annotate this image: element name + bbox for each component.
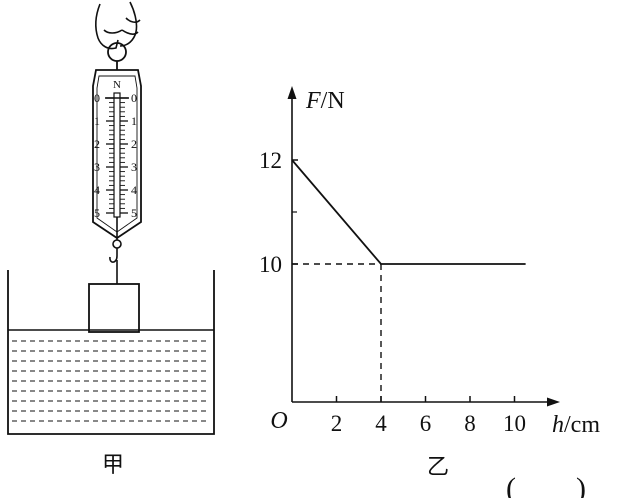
y-axis-label: F/N bbox=[305, 88, 345, 114]
scale-label-left: 5 bbox=[94, 206, 100, 220]
y-axis-arrow bbox=[287, 86, 297, 99]
water-tank bbox=[7, 270, 215, 435]
origin-label: O bbox=[270, 408, 287, 434]
graph: 2 4 6 8 10 10 12 O F/N h/cm bbox=[259, 86, 600, 438]
x-tick-label: 4 bbox=[375, 411, 387, 436]
x-tick-label: 10 bbox=[503, 411, 526, 436]
y-axis-variable: F bbox=[305, 88, 321, 114]
figure-b-label: 乙 bbox=[427, 454, 449, 479]
x-tick-label: 8 bbox=[464, 411, 476, 436]
water-hatching bbox=[12, 340, 210, 422]
scale-label-right: 1 bbox=[131, 114, 137, 128]
x-tick-marks bbox=[335, 396, 516, 402]
scale-ticks bbox=[106, 97, 128, 214]
y-tick-label: 12 bbox=[259, 148, 282, 173]
metal-block bbox=[88, 283, 140, 333]
x-tick-label: 2 bbox=[331, 411, 343, 436]
guide-lines bbox=[292, 263, 382, 402]
scale-unit-label: N bbox=[113, 79, 121, 91]
y-tick-label: 10 bbox=[259, 252, 282, 277]
x-axis-unit: /cm bbox=[564, 412, 600, 438]
x-axis-arrow bbox=[547, 397, 560, 407]
x-axis-label: h/cm bbox=[552, 412, 600, 438]
y-axis-unit: /N bbox=[321, 88, 345, 114]
x-axis-variable: h bbox=[552, 412, 564, 438]
scale-label-left: 4 bbox=[94, 183, 100, 197]
graph-axes bbox=[287, 86, 560, 407]
scale-label-right: 5 bbox=[131, 206, 137, 220]
tank-outline bbox=[7, 270, 215, 435]
scale-slot bbox=[113, 92, 121, 218]
scale-labels-left: 0 1 2 3 4 5 bbox=[94, 91, 100, 220]
scale-label-left: 0 bbox=[94, 91, 100, 105]
scale-top-ring bbox=[107, 42, 127, 70]
hand-illustration bbox=[95, 1, 141, 50]
scale-label-right: 4 bbox=[131, 183, 137, 197]
scale-label-right: 2 bbox=[131, 137, 137, 151]
y-tick-labels: 10 12 bbox=[259, 148, 282, 277]
x-tick-label: 6 bbox=[420, 411, 432, 436]
force-depth-line bbox=[291, 159, 526, 265]
spring-scale: N 0 1 2 3 4 5 0 1 2 3 4 5 bbox=[92, 69, 142, 240]
answer-bracket: ( ) bbox=[506, 472, 586, 498]
scale-label-right: 0 bbox=[131, 91, 137, 105]
scale-label-right: 3 bbox=[131, 160, 137, 174]
x-tick-labels: 2 4 6 8 10 bbox=[331, 411, 526, 436]
figure-a-label: 甲 bbox=[102, 452, 124, 477]
data-series bbox=[291, 159, 526, 265]
scale-label-left: 2 bbox=[94, 137, 100, 151]
scale-label-left: 1 bbox=[94, 114, 100, 128]
scale-labels-right: 0 1 2 3 4 5 bbox=[131, 91, 137, 220]
scale-hook bbox=[109, 239, 122, 284]
scale-label-left: 3 bbox=[94, 160, 100, 174]
y-tick-marks bbox=[292, 159, 298, 265]
